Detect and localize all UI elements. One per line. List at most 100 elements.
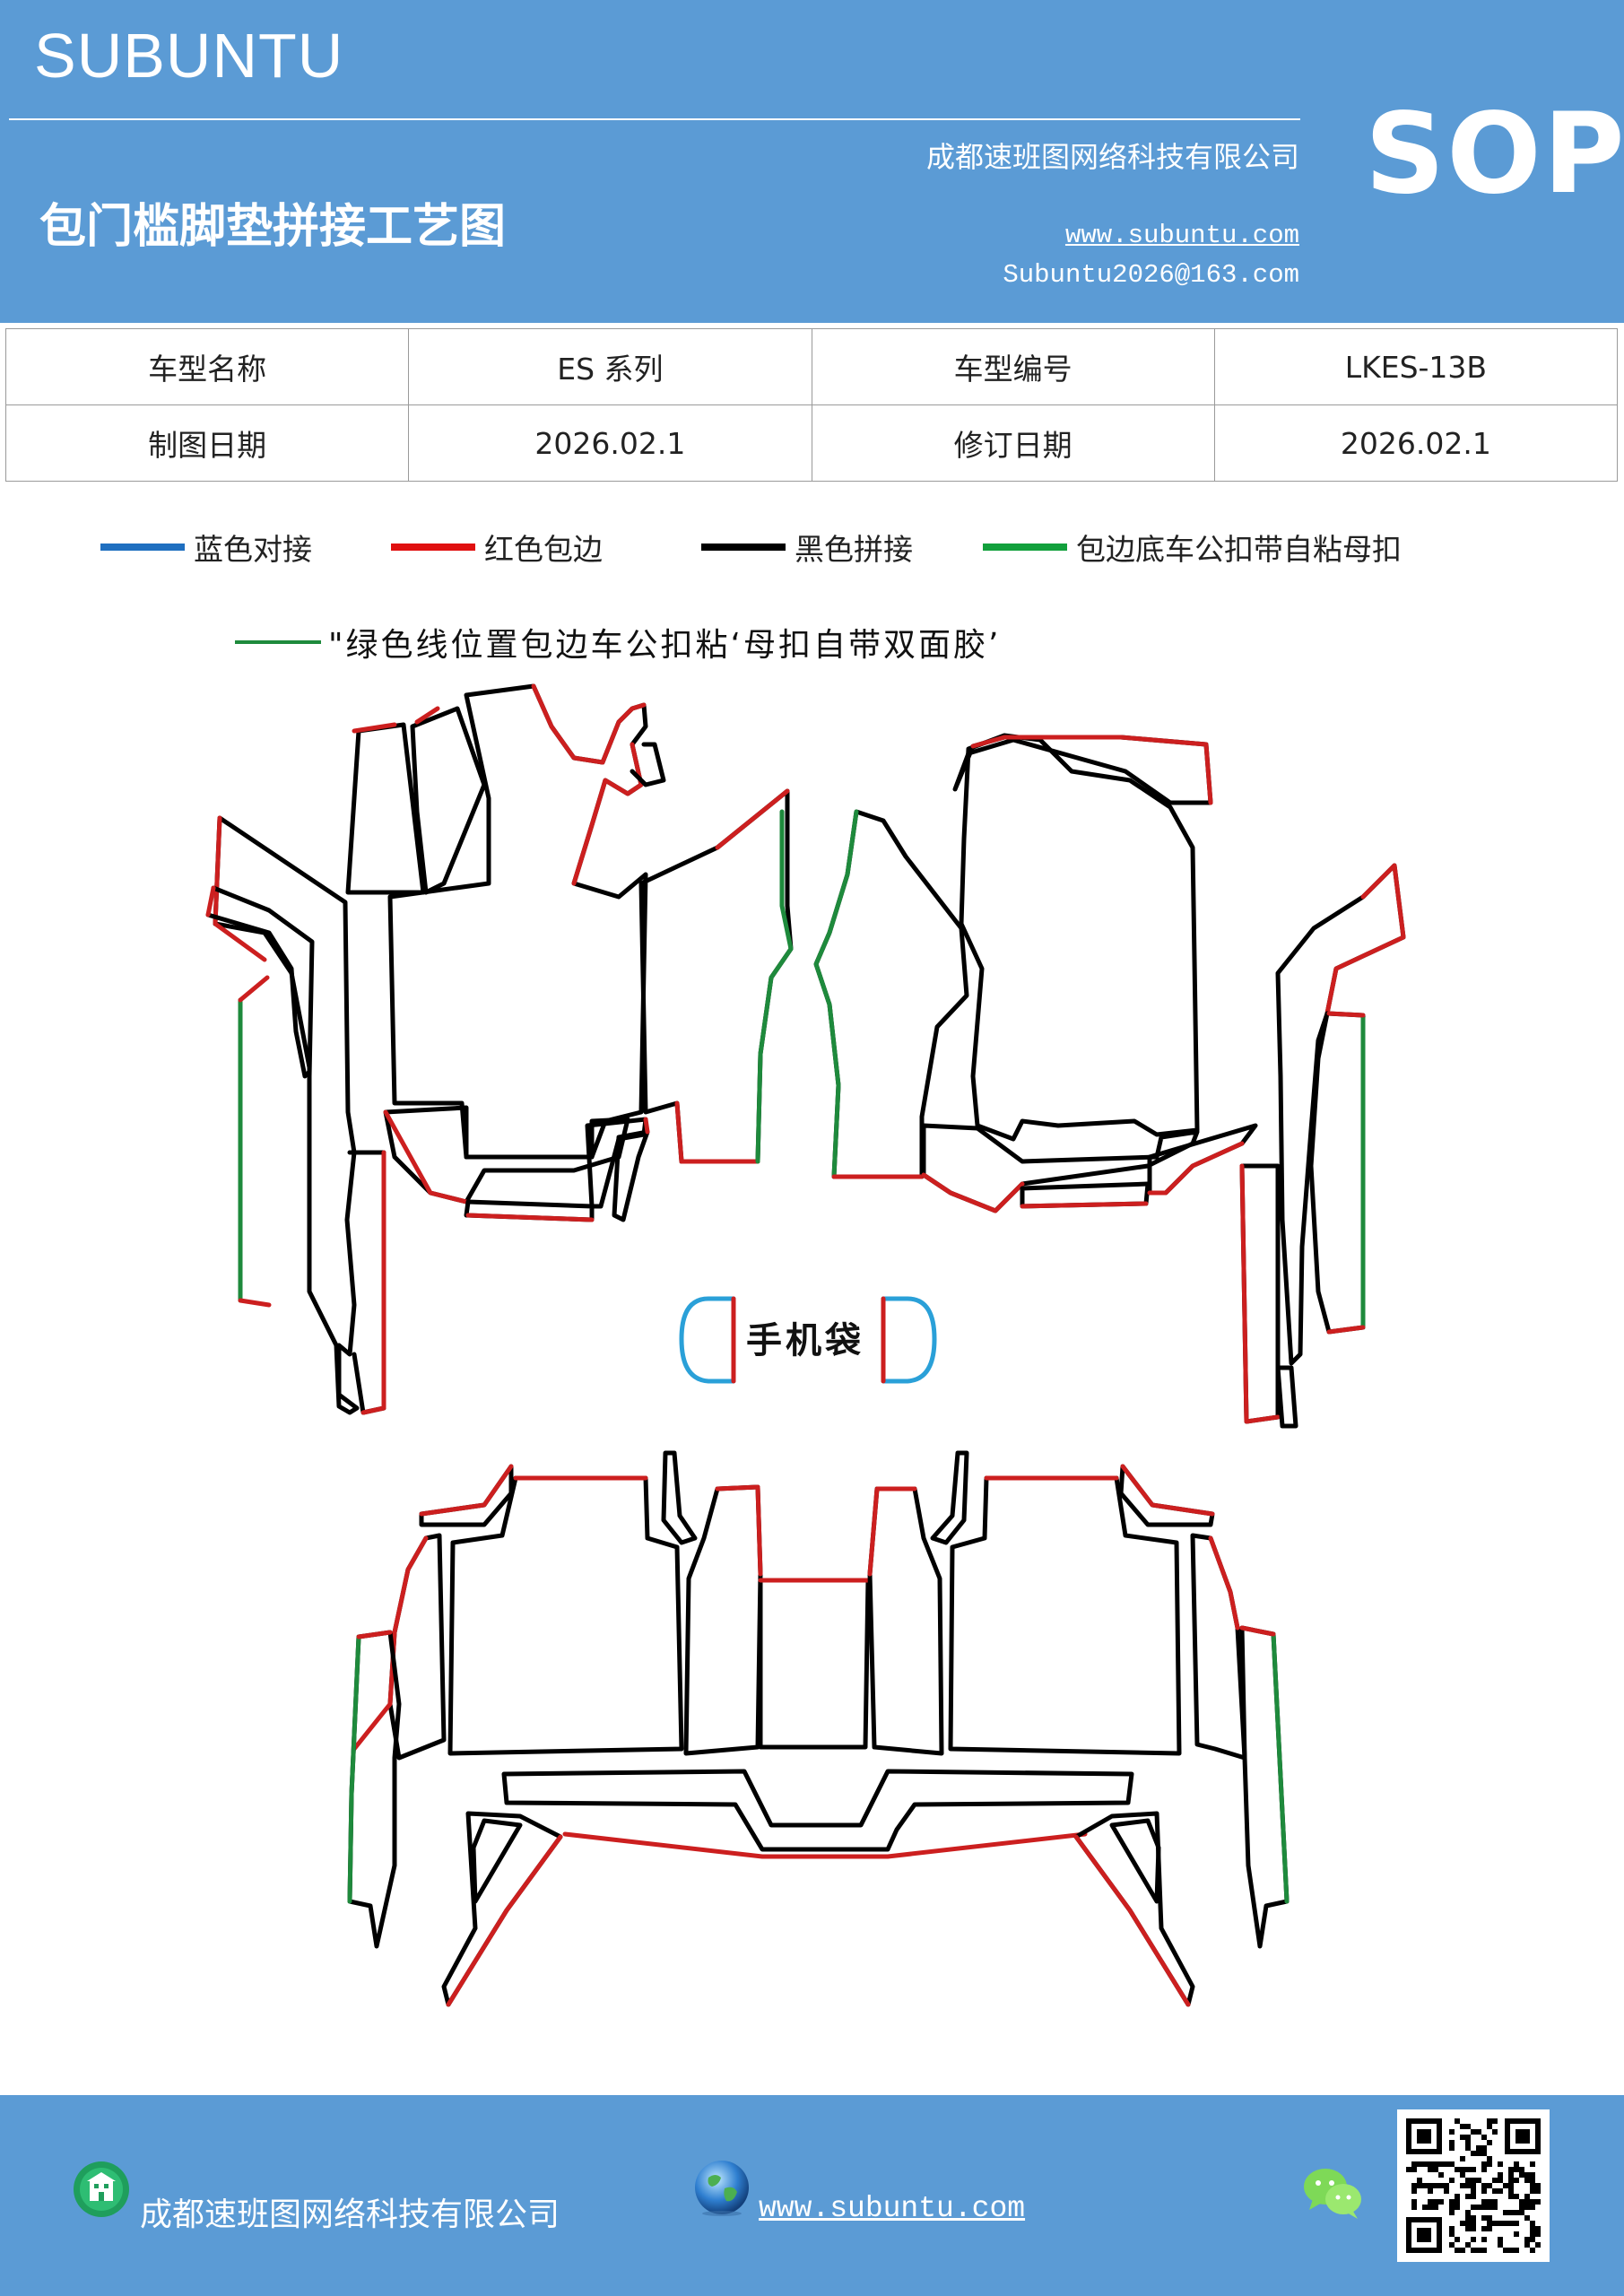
narrow-strip-left-red	[360, 1150, 386, 1415]
legend-item-red: 红色包边	[391, 525, 603, 570]
label-draw-date: 制图日期	[4, 404, 410, 482]
legend-item-blue: 蓝色对接	[100, 525, 312, 570]
table-row: 制图日期 2026.02.1 修订日期 2026.02.1	[4, 404, 1619, 482]
document-title: 包门槛脚垫拼接工艺图	[39, 200, 507, 254]
note-text: "绿色线位置包边车公扣粘‘母扣自带双面胶’	[328, 627, 1002, 664]
phone-pocket-right	[881, 1296, 937, 1384]
phone-pocket-label: 手机袋	[746, 1320, 864, 1361]
pedal-notch	[630, 742, 666, 787]
rear-center-left-strip	[683, 1484, 763, 1756]
side-piece-small-2	[612, 1129, 650, 1222]
email-address: Subuntu2026@163.com	[1003, 260, 1299, 290]
heel-pad-right-red	[921, 1172, 1025, 1213]
rear-side-left-tab-red	[419, 1464, 514, 1517]
rear-seat-mat-left	[447, 1475, 684, 1756]
rear-right-outer-red	[1208, 1535, 1240, 1631]
sill-strip-outer-right-red	[1324, 863, 1406, 1016]
rear-mat-group	[347, 1450, 1290, 2007]
rear-floor-strip-red	[562, 1831, 1088, 1859]
heel-pad-left-red	[383, 1109, 469, 1205]
heel-strip-red	[465, 1213, 595, 1222]
rear-wing-left-red	[446, 1834, 563, 2007]
rear-center-right-strip	[867, 1486, 944, 1756]
info-table: 车型名称 ES 系列 车型编号 LKES-13B 制图日期 2026.02.1 …	[4, 328, 1619, 482]
rear-seat-mat-right	[948, 1475, 1182, 1756]
console-side-right-green	[813, 809, 859, 1179]
tiny-tab-right	[1275, 1365, 1298, 1429]
rear-wing-left-inner	[471, 1818, 523, 1904]
globe-icon	[695, 2161, 749, 2216]
heel-strip-right-red	[1020, 1201, 1149, 1209]
sill-strip-outer-right	[1275, 863, 1406, 1366]
sill-strip-outer-left-red	[213, 815, 267, 962]
rear-tunnel	[758, 1578, 871, 1750]
phone-pocket-group	[679, 1296, 937, 1384]
legend-swatch-blue	[100, 544, 185, 551]
front-right-mat-group	[813, 733, 1406, 1429]
footer-website-link[interactable]: www.subuntu.com	[759, 2192, 1026, 2225]
rear-side-left-tab	[419, 1464, 514, 1527]
rear-center-left-tab	[661, 1450, 698, 1545]
footer-banner: 成都速班图网络科技有限公司 www.subuntu.com	[0, 2095, 1624, 2296]
sill-edge-red-left	[238, 975, 272, 1308]
building-icon	[74, 2161, 129, 2217]
rear-side-right-tab-red	[1120, 1464, 1215, 1517]
website-link[interactable]: www.subuntu.com	[1064, 221, 1299, 250]
phone-pocket-left	[679, 1296, 736, 1384]
rear-left-outer-red	[352, 1535, 429, 1752]
legend-item-black: 黑色拼接	[701, 525, 913, 570]
rear-wing-right	[1073, 1811, 1195, 2007]
green-line-note: "绿色线位置包边车公扣粘‘母扣自带双面胶’	[235, 619, 1001, 665]
header-banner: SUBUNTU 包门槛脚垫拼接工艺图 成都速班图网络科技有限公司 www.sub…	[0, 0, 1624, 323]
rear-left-side-strip-green	[347, 1634, 361, 1904]
footer-company-name: 成都速班图网络科技有限公司	[140, 2196, 560, 2233]
rear-side-right-tab	[1118, 1464, 1215, 1527]
value-model-name: ES 系列	[408, 328, 812, 405]
rear-center-left-strip-red	[715, 1484, 763, 1577]
rear-wing-right-red	[1073, 1834, 1191, 2007]
legend-label: 黑色拼接	[795, 532, 913, 567]
legend-swatch-red	[391, 544, 475, 551]
note-swatch-green	[235, 640, 321, 644]
table-row: 车型名称 ES 系列 车型编号 LKES-13B	[4, 328, 1619, 405]
rear-floor-strip	[501, 1769, 1134, 1852]
seat-side-piece-red	[352, 706, 440, 734]
sill-strip-outer-left	[213, 815, 360, 1415]
legend-label: 蓝色对接	[194, 532, 312, 567]
rear-right-outer	[1190, 1533, 1247, 1761]
legend-label: 包边底车公扣带自粘母扣	[1076, 532, 1402, 567]
sill-strip-inner-right-red	[1326, 1011, 1366, 1335]
legend-swatch-black	[701, 544, 786, 551]
qr-code[interactable]	[1397, 2109, 1550, 2262]
rear-right-side-strip-green	[1271, 1631, 1290, 1904]
passenger-top-strip-red	[970, 735, 1213, 805]
header-divider	[9, 118, 1300, 120]
value-model-code: LKES-13B	[1213, 328, 1619, 405]
narrow-strip-left	[347, 1150, 386, 1415]
seat-side-piece-2	[410, 706, 487, 895]
legend-item-green: 包边底车公扣带自粘母扣	[983, 525, 1402, 570]
narrow-strip-right-red	[1239, 1163, 1281, 1424]
console-side-left-red	[674, 788, 790, 1164]
rear-right-side-strip-red	[1239, 1625, 1276, 1637]
console-side-left-green	[755, 809, 794, 1164]
wechat-icon	[1304, 2169, 1361, 2219]
sop-badge: SOP	[1365, 90, 1624, 219]
passenger-mat-main	[959, 733, 1200, 1142]
label-model-name: 车型名称	[4, 328, 410, 405]
value-revise-date: 2026.02.1	[1213, 404, 1619, 482]
side-piece-right-1-red	[1147, 1141, 1245, 1196]
mat-pattern-drawing	[205, 683, 1406, 2007]
label-model-code: 车型编号	[811, 328, 1215, 405]
driver-mat-top-red	[531, 683, 647, 886]
sill-strip-inner-left-red	[205, 885, 216, 918]
legend-label: 红色包边	[484, 532, 603, 567]
label-revise-date: 修订日期	[811, 404, 1215, 482]
brand-name: SUBUNTU	[34, 21, 344, 91]
sill-strip-inner-right	[1308, 1011, 1366, 1335]
sill-strip-inner-left	[205, 885, 315, 1079]
value-draw-date: 2026.02.1	[408, 404, 812, 482]
front-left-mat-group	[205, 683, 794, 1415]
side-piece-small-red	[643, 1117, 650, 1135]
driver-mat-main	[387, 683, 648, 1160]
